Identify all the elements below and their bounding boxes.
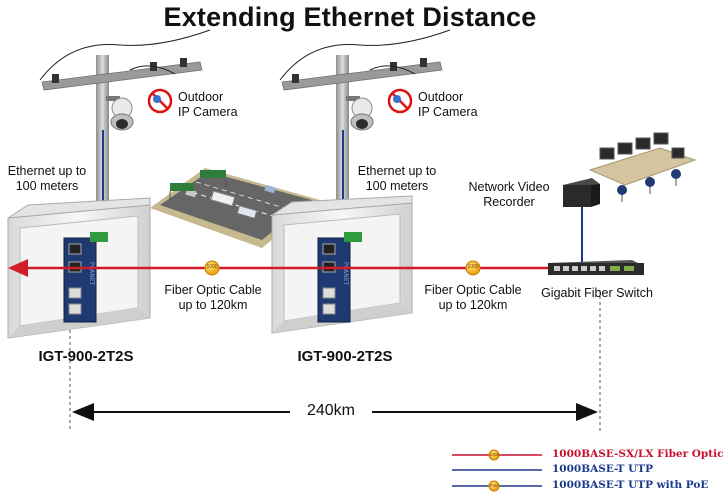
outdoor-weather-icon: [387, 88, 413, 114]
legend-poe-label: 1000BASE-T UTP with PoE: [552, 479, 709, 491]
ip-camera-icon: [346, 96, 374, 131]
nvr-label-line1: Network Video: [468, 180, 550, 194]
fiber-badge-label: 1000: [206, 264, 218, 270]
nvr-label: Network Video Recorder: [456, 180, 562, 210]
ethernet-label-line1: Ethernet up to: [7, 164, 87, 178]
fiber-badge-label: 1000: [467, 264, 479, 270]
ethernet-label-2: Ethernet up to 100 meters: [350, 164, 444, 194]
legend-badge-label: 1000: [488, 452, 499, 457]
device-name-2: IGT-900-2T2S: [297, 348, 393, 365]
camera-label-line1: Outdoor: [178, 90, 224, 104]
legend: [452, 449, 542, 492]
legend-utp-label: 1000BASE-T UTP: [552, 463, 653, 475]
camera-label-2: Outdoor IP Camera: [418, 90, 478, 120]
network-diagram: PLANET PLANET: [7, 29, 697, 492]
fiber-label-line2: up to 120km: [178, 298, 248, 312]
control-room-icon: [588, 132, 697, 202]
fiber-label-line1: Fiber Optic Cable: [424, 283, 522, 297]
distance-label: 240km: [306, 402, 356, 419]
fiber-optic-link: [8, 259, 548, 277]
svg-text:PLANET: PLANET: [342, 262, 349, 285]
distance-measure: [69, 290, 601, 432]
legend-fiber-label: 1000BASE-SX/LX Fiber Optic: [552, 448, 724, 460]
switch-label: Gigabit Fiber Switch: [541, 286, 653, 300]
svg-text:PLANET: PLANET: [88, 262, 95, 285]
outdoor-weather-icon: [147, 88, 173, 114]
nvr-label-line2: Recorder: [483, 195, 535, 209]
fiber-badge-icon: [465, 260, 481, 276]
device-name-1: IGT-900-2T2S: [38, 348, 134, 365]
camera-label-line2: IP Camera: [418, 105, 478, 119]
ethernet-label-1: Ethernet up to 100 meters: [0, 164, 94, 194]
ip-camera-icon: [106, 96, 134, 131]
igt-switch-device-2: PLANET: [317, 232, 362, 323]
fiber-label-2: Fiber Optic Cable up to 120km: [418, 283, 528, 313]
camera-label-line2: IP Camera: [178, 105, 238, 119]
ethernet-label-line2: 100 meters: [365, 179, 429, 193]
nvr-device-icon: [563, 178, 600, 207]
ethernet-label-line1: Ethernet up to: [357, 164, 437, 178]
gigabit-fiber-switch-icon: [548, 260, 644, 275]
page-title: Extending Ethernet Distance: [163, 2, 537, 32]
ethernet-label-line2: 100 meters: [15, 179, 79, 193]
camera-label-1: Outdoor IP Camera: [178, 90, 238, 120]
fiber-label-line2: up to 120km: [438, 298, 508, 312]
fiber-label-1: Fiber Optic Cable up to 120km: [158, 283, 268, 313]
utility-pole-1: [39, 29, 211, 225]
fiber-label-line1: Fiber Optic Cable: [164, 283, 262, 297]
legend-poe-badge-label: PoE: [489, 483, 499, 488]
camera-label-line1: Outdoor: [418, 90, 464, 104]
fiber-badge-icon: [204, 260, 220, 276]
